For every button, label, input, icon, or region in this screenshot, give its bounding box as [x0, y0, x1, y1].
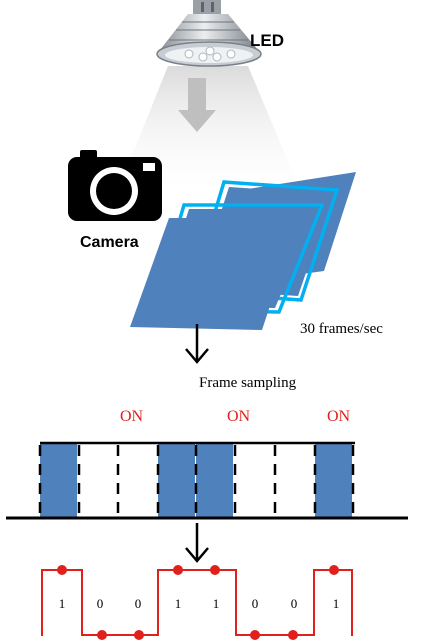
on-label-1: ON	[120, 408, 144, 425]
bit-value: 1	[175, 596, 182, 611]
signal-dot	[250, 630, 260, 640]
bit-value: 1	[213, 596, 220, 611]
frame-sampling-label: Frame sampling	[199, 375, 297, 391]
on-frame-4	[315, 443, 352, 517]
bit-value: 1	[59, 596, 66, 611]
light-arrow-icon	[178, 78, 216, 132]
bit-value: 0	[291, 596, 298, 611]
signal-waveform	[41, 565, 353, 640]
signal-dot	[57, 565, 67, 575]
frame-stack	[130, 172, 356, 330]
bit-values: 1 0 0 1 1 0 0 1	[59, 596, 340, 611]
signal-dot	[210, 565, 220, 575]
down-arrow-icon	[185, 523, 209, 563]
frame-1	[130, 218, 299, 330]
led-bulb-icon	[156, 0, 262, 67]
on-label-3: ON	[327, 408, 351, 425]
signal-dot	[329, 565, 339, 575]
camera-label: Camera	[80, 234, 139, 251]
down-arrow-icon	[185, 324, 209, 364]
signal-line	[41, 569, 353, 636]
on-frame-2	[158, 443, 195, 517]
signal-dot	[173, 565, 183, 575]
bit-value: 0	[135, 596, 142, 611]
on-frame-3	[196, 443, 233, 517]
bit-value: 0	[97, 596, 104, 611]
bit-value: 0	[252, 596, 259, 611]
led-label: LED	[250, 31, 284, 50]
signal-dot	[134, 630, 144, 640]
camera-icon	[68, 150, 162, 221]
frame-strip	[6, 441, 408, 520]
on-label-2: ON	[227, 408, 251, 425]
light-beam	[118, 66, 300, 190]
signal-dot	[97, 630, 107, 640]
on-frame-1	[40, 443, 77, 517]
signal-dot	[288, 630, 298, 640]
dashed-dividers	[38, 445, 355, 517]
frame-rate-label: 30 frames/sec	[300, 321, 383, 337]
bit-value: 1	[333, 596, 340, 611]
